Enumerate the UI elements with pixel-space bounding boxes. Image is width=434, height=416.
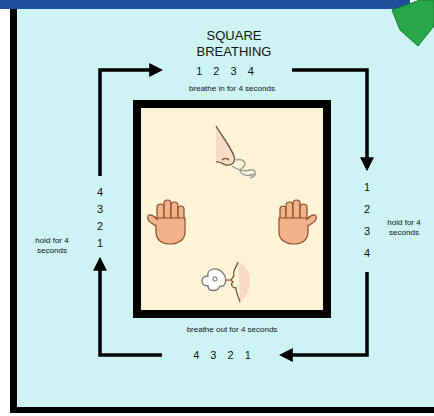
count-numbers: 4 3 2 1: [96, 184, 104, 252]
center-square: [137, 104, 327, 314]
hand-icon: [147, 200, 185, 244]
hand-icon: [279, 200, 317, 244]
diagram-title: SQUARE BREATHING: [188, 28, 280, 61]
count-numbers: 4 3 2 1: [193, 349, 251, 362]
count-numbers: 1 2 3 4: [196, 65, 254, 78]
step-caption: breathe out for 4 seconds: [187, 325, 278, 334]
green-arrow: [392, 0, 434, 46]
step-caption: breathe in for 4 seconds: [189, 84, 275, 93]
panel-ground: [17, 9, 434, 407]
step-caption: hold for 4 seconds: [386, 218, 422, 237]
panel-frame: [10, 9, 434, 413]
loop-arrows: [100, 70, 367, 355]
step-caption: hold for 4 seconds: [34, 236, 70, 255]
nose-icon: [216, 126, 255, 178]
mouth-icon: [202, 262, 250, 302]
top-bar: [0, 0, 410, 9]
count-numbers: 1 2 3 4: [363, 176, 371, 264]
